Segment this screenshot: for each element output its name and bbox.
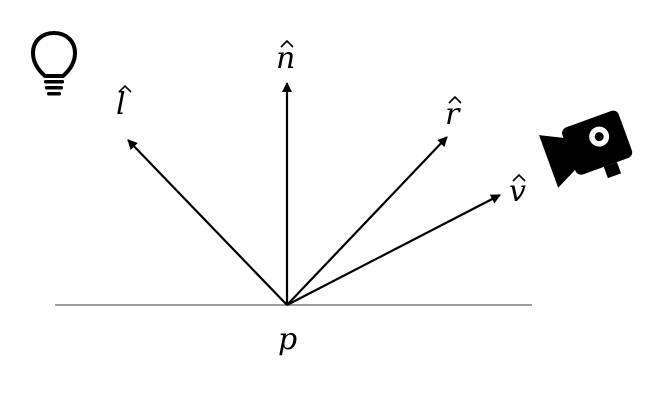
lightbulb-icon [31,31,77,96]
view-vector-arrow [286,194,501,306]
svg-text:v: v [509,174,526,209]
svg-text:p: p [278,322,297,357]
point-label: p [278,322,297,357]
light-vector-label: l [116,84,132,122]
camera-icon [539,110,633,188]
reflection-vector-label: r [445,95,462,132]
svg-text:n: n [276,41,295,76]
normal-vector-label: n [276,39,295,76]
light-vector-arrow [127,139,288,306]
view-vector-label: v [509,173,526,209]
svg-text:l: l [116,87,126,122]
svg-text:r: r [445,97,461,132]
reflection-vector-arrow [286,136,448,306]
